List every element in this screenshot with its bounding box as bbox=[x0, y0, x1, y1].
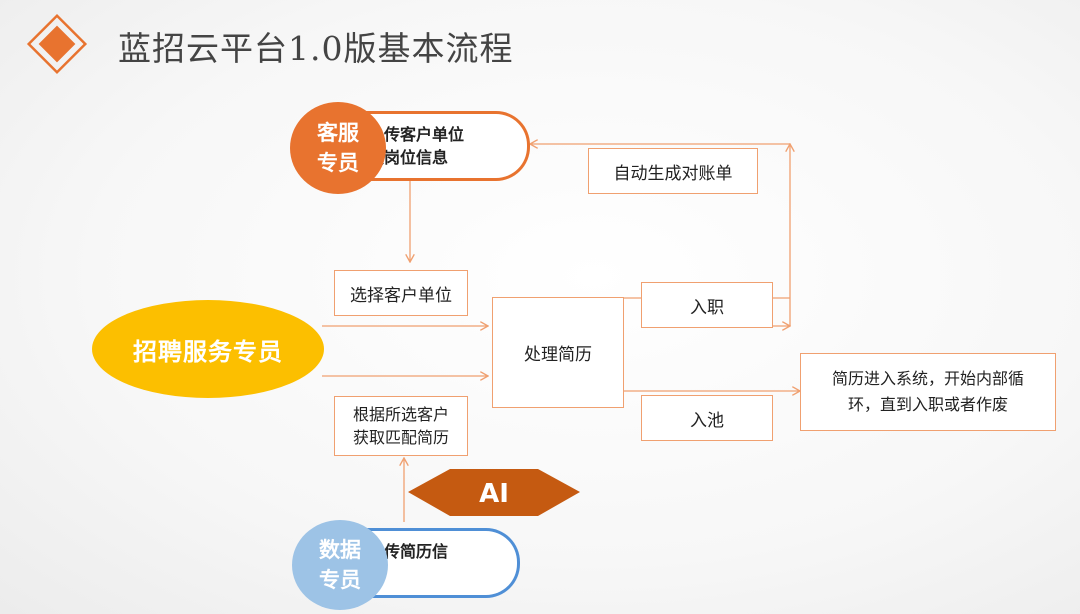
match-line2: 获取匹配简历 bbox=[352, 428, 449, 447]
cs-pill-line2: 及岗位信息 bbox=[368, 148, 449, 167]
process-resume-box: 处理简历 bbox=[492, 297, 624, 408]
cs-circle-line2: 专员 bbox=[317, 151, 359, 175]
match-line1: 根据所选客户 bbox=[352, 404, 449, 424]
page-title: 蓝招云平台1.0版基本流程 bbox=[118, 29, 514, 68]
cs-circle-line1: 客服 bbox=[317, 120, 359, 145]
data-pill-line1: 上传简历信 bbox=[368, 541, 449, 561]
data-specialist-circle: 数据 专员 bbox=[292, 520, 388, 610]
cs-specialist-circle: 客服 专员 bbox=[290, 102, 386, 194]
match-resume-box: 根据所选客户 获取匹配简历 bbox=[334, 396, 468, 456]
system-loop-line1: 简历进入系统，开始内部循 bbox=[831, 369, 1024, 389]
data-circle-line1: 数据 bbox=[319, 537, 361, 562]
ai-label: AI bbox=[479, 479, 509, 509]
select-client-box: 选择客户单位 bbox=[334, 270, 468, 316]
diamond-logo-icon bbox=[26, 13, 88, 75]
recruiter-ellipse: 招聘服务专员 bbox=[92, 300, 324, 398]
data-circle-line2: 专员 bbox=[319, 568, 361, 592]
auto-bill-box: 自动生成对账单 bbox=[588, 148, 758, 194]
cs-pill-line1: 上传客户单位 bbox=[368, 124, 465, 144]
system-loop-box: 简历进入系统，开始内部循 环，直到入职或者作废 bbox=[800, 353, 1056, 431]
ai-hexagon bbox=[408, 469, 580, 516]
system-loop-line2: 环，直到入职或者作废 bbox=[847, 395, 1008, 414]
onboard-box: 入职 bbox=[641, 282, 773, 328]
pool-box: 入池 bbox=[641, 395, 773, 441]
